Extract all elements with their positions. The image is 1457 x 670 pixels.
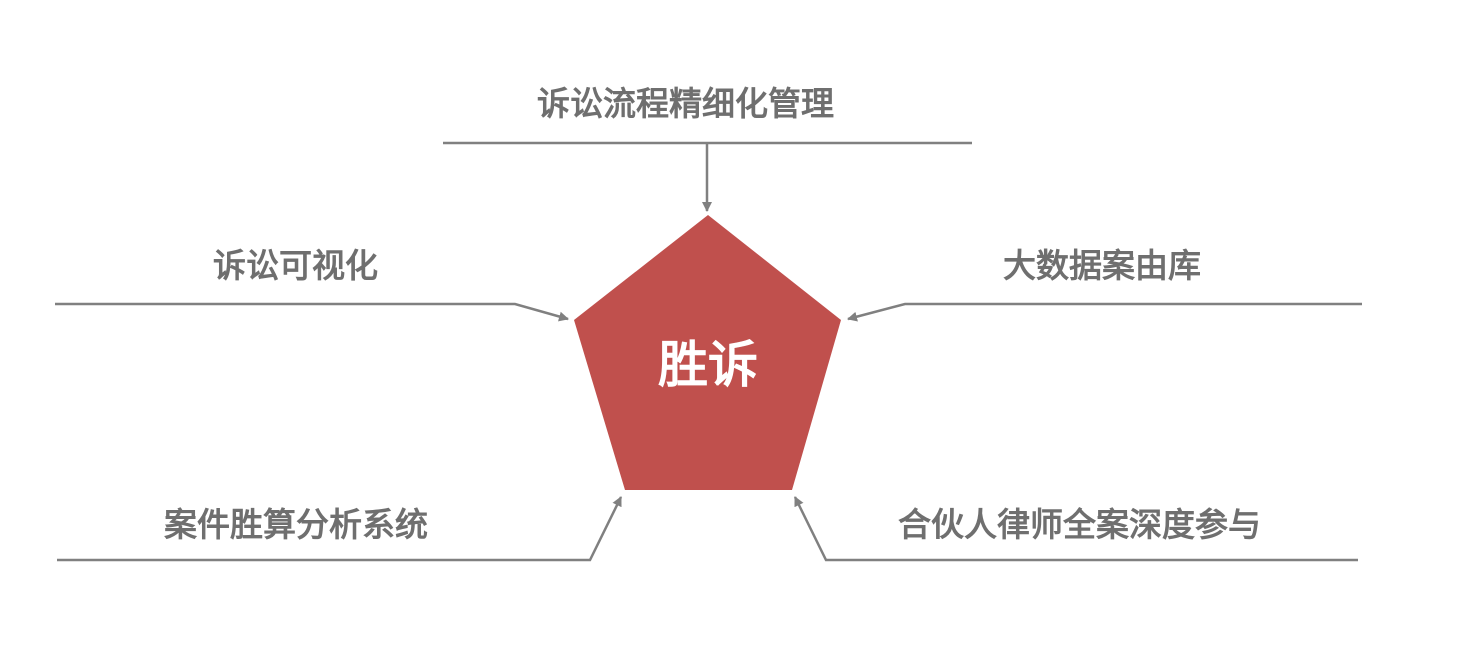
connector-upper-right: [847, 302, 1362, 322]
factor-label-lower-left: 案件胜算分析系统: [164, 505, 428, 544]
factor-label-upper-left: 诉讼可视化: [213, 246, 378, 285]
factor-label-lower-right: 合伙人律师全案深度参与: [898, 505, 1261, 544]
center-pentagon: [574, 215, 841, 490]
factor-label-upper-right: 大数据案由库: [1003, 246, 1201, 285]
center-label: 胜诉: [658, 336, 758, 394]
factor-label-top: 诉讼流程精细化管理: [537, 84, 834, 123]
connector-top: [443, 141, 972, 212]
connector-upper-left: [55, 302, 569, 322]
connector-lower-left: [57, 496, 623, 562]
connector-lower-right: [793, 496, 1358, 562]
